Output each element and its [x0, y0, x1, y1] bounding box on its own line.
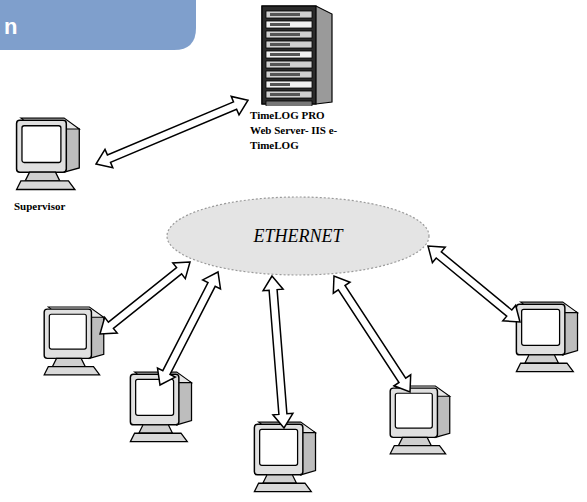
network-arrow	[333, 276, 410, 392]
network-arrow	[100, 262, 190, 334]
supervisor-monitor	[14, 116, 84, 196]
ethernet-cloud: ETHERNET	[165, 195, 431, 277]
network-label: ETHERNET	[253, 226, 342, 247]
header-fragment: n	[4, 14, 17, 40]
server-node: TimeLOG PRO Web Server- IIS e-TimeLOG	[250, 2, 342, 153]
supervisor-node: Supervisor	[14, 116, 94, 212]
client-monitor	[516, 302, 577, 372]
client-monitor	[44, 307, 104, 375]
network-arrow	[263, 276, 293, 428]
header-tab	[0, 0, 196, 50]
server-caption: TimeLOG PRO Web Server- IIS e-TimeLOG	[250, 108, 340, 153]
client-monitor	[254, 422, 315, 492]
connection-arrow	[96, 96, 248, 167]
network-arrow	[158, 272, 221, 385]
client-monitor	[390, 386, 450, 454]
network-arrow	[428, 246, 520, 322]
server-tower	[254, 2, 338, 106]
supervisor-label: Supervisor	[14, 200, 94, 212]
